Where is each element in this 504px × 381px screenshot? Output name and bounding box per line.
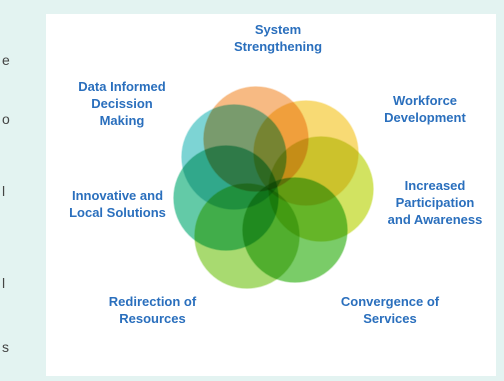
edge-text-fragment: l bbox=[2, 275, 6, 291]
label-innovative-local-solutions: Innovative and Local Solutions bbox=[69, 188, 166, 220]
edge-text-fragment: s bbox=[2, 339, 9, 355]
label-data-informed-decision-making: Data Informed Decission Making bbox=[78, 79, 166, 128]
label-convergence-of-services: Convergence of Services bbox=[340, 294, 440, 326]
petal-data-informed-decision-making bbox=[180, 103, 288, 211]
label-increased-participation: Increased Participation and Awareness bbox=[387, 178, 483, 227]
edge-text-fragment: l bbox=[2, 183, 6, 199]
label-redirection-of-resources: Redirection of Resources bbox=[108, 294, 197, 326]
edge-text-fragment: o bbox=[2, 111, 10, 127]
edge-text-fragment: e bbox=[2, 52, 10, 68]
label-workforce-development: Workforce Development bbox=[384, 93, 466, 125]
label-system-strengthening: System Strengthening bbox=[233, 22, 323, 54]
